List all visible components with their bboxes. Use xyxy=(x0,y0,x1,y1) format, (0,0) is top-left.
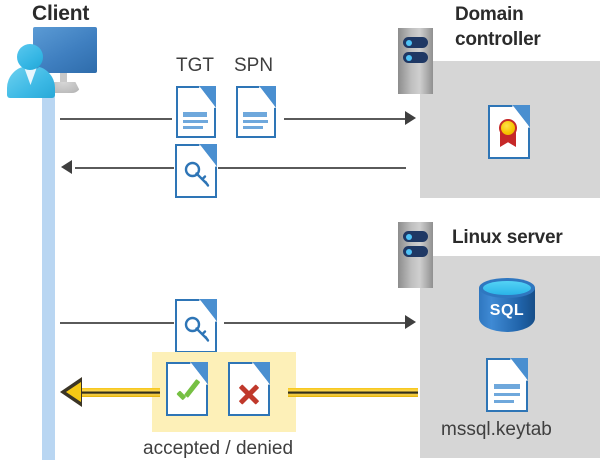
domain-controller-title: Domain controller xyxy=(455,4,541,50)
sql-label: SQL xyxy=(489,302,525,319)
msg2-arrowhead xyxy=(61,160,72,174)
rack-led xyxy=(406,248,412,255)
tgt-document-icon xyxy=(176,86,216,138)
msg1-line-right xyxy=(284,118,406,120)
rack-led xyxy=(406,233,412,240)
user-head xyxy=(17,44,43,70)
msg3-line-right xyxy=(224,322,406,324)
doc-line xyxy=(183,112,208,117)
msg4-yellow-line-right xyxy=(288,388,418,397)
doc-line xyxy=(183,126,204,129)
rack-led xyxy=(406,54,412,61)
tgt-label: TGT xyxy=(176,55,214,76)
msg2-line-right xyxy=(218,167,406,169)
rack-led xyxy=(406,39,412,46)
doc-line xyxy=(243,126,264,129)
monitor-stand-neck xyxy=(60,73,67,84)
key-icon xyxy=(184,161,210,187)
msg3-line-left xyxy=(60,322,174,324)
certificate-seal xyxy=(499,119,517,137)
doc-line xyxy=(243,112,268,117)
msg4-yellow-line-left xyxy=(78,388,160,397)
sql-cylinder-top-inner xyxy=(483,281,531,295)
monitor-stand-base xyxy=(46,82,81,93)
linux-server-title: Linux server xyxy=(452,227,563,248)
msg1-line-left xyxy=(60,118,172,120)
domain-controller-server-rack-icon xyxy=(398,28,433,94)
client-lifeline xyxy=(42,88,55,460)
msg4-arrowhead-inner xyxy=(66,382,81,402)
spn-label: SPN xyxy=(234,55,274,76)
spn-document-icon xyxy=(236,86,276,138)
client-computer-user-icon xyxy=(5,27,97,98)
linux-server-server-rack-icon xyxy=(398,222,433,288)
doc-line xyxy=(243,120,268,123)
doc-line xyxy=(493,400,514,403)
rack-bay-2 xyxy=(403,52,428,63)
key-icon xyxy=(184,316,210,342)
service-key-document-icon xyxy=(175,299,217,353)
certificate-document-icon xyxy=(488,105,530,159)
rack-bay-2 xyxy=(403,246,428,257)
result-caption: accepted / denied xyxy=(143,438,294,459)
doc-line xyxy=(493,384,520,389)
msg2-line-left xyxy=(75,167,174,169)
sql-database-icon: SQL xyxy=(479,278,535,340)
rejected-document-icon xyxy=(228,362,270,416)
monitor-screen xyxy=(33,27,97,73)
rack-bay-1 xyxy=(403,37,428,48)
approved-document-icon xyxy=(166,362,208,416)
keytab-label: mssql.keytab xyxy=(441,419,552,440)
keytab-document-icon xyxy=(486,358,528,412)
cross-icon xyxy=(237,383,261,407)
check-icon xyxy=(174,382,200,408)
doc-line xyxy=(183,120,208,123)
msg1-arrowhead xyxy=(405,111,416,125)
msg3-arrowhead xyxy=(405,315,416,329)
doc-line xyxy=(493,393,521,396)
client-title: Client xyxy=(32,2,90,25)
rack-bay-1 xyxy=(403,231,428,242)
ticket-key-document-icon xyxy=(175,144,217,198)
